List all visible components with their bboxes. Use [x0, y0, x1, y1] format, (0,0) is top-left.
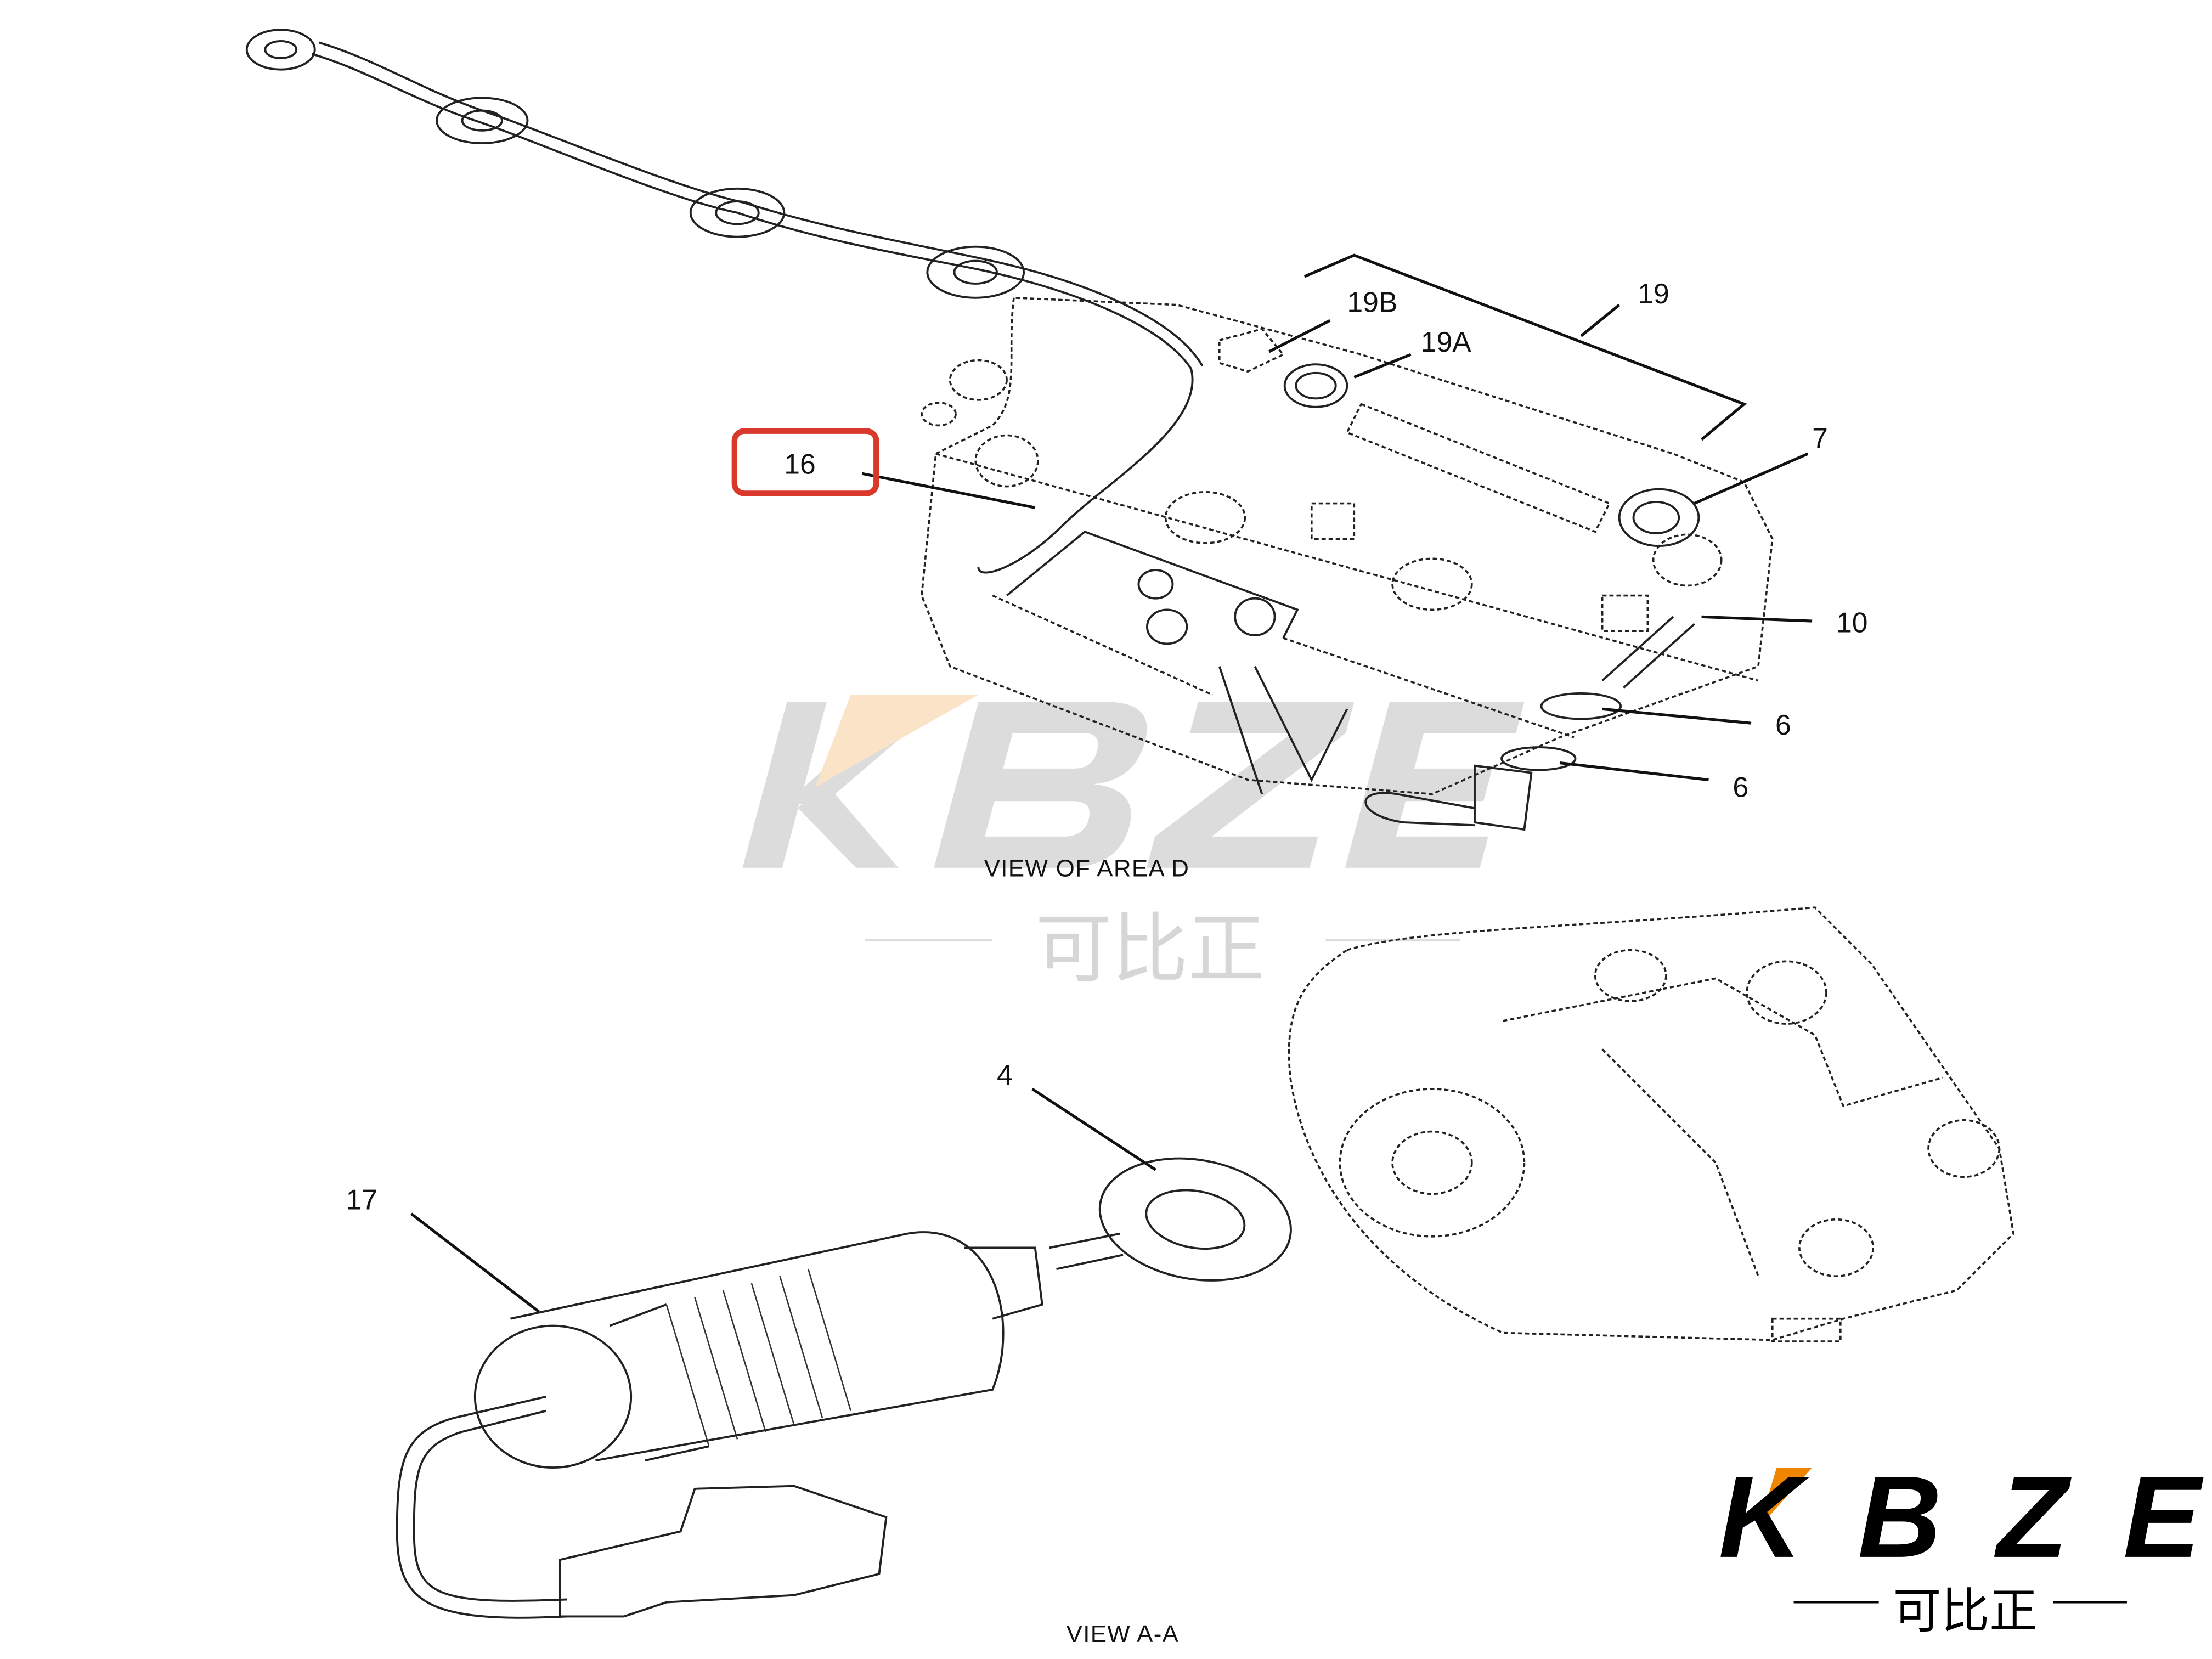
callout-7: 7	[1812, 422, 1828, 454]
pump-body-drawing	[1288, 906, 2015, 1342]
callout-19b: 19B	[1347, 286, 1397, 318]
callout-16: 16	[784, 448, 815, 479]
logo-chinese: 可比正	[1893, 1583, 2038, 1639]
callout-6-upper: 6	[1775, 709, 1791, 741]
callout-19a: 19A	[1421, 326, 1471, 358]
kbze-logo: KBZE 可比正	[1719, 1452, 2204, 1639]
callouts: 19B 19A 19 7 10 6 6 16 4 17 VIEW OF AREA…	[346, 253, 1868, 1647]
callout-6-lower: 6	[1733, 771, 1748, 803]
logo-brand: KBZE	[1719, 1452, 2204, 1582]
watermark: 可比正	[742, 695, 1525, 994]
cylinder-head-drawing	[921, 296, 1774, 831]
gasket-chain	[245, 29, 1204, 574]
callout-17: 17	[346, 1184, 377, 1216]
callout-4: 4	[997, 1059, 1013, 1091]
caption-view-a-a: VIEW A-A	[1066, 1621, 1180, 1647]
callout-10: 10	[1836, 607, 1868, 639]
callout-19: 19	[1638, 278, 1669, 309]
caption-view-of-area-d: VIEW OF AREA D	[984, 855, 1189, 882]
solenoid-drawing	[396, 1157, 1292, 1619]
highlight-box	[731, 428, 879, 496]
watermark-chinese: 可比正	[1035, 904, 1265, 994]
